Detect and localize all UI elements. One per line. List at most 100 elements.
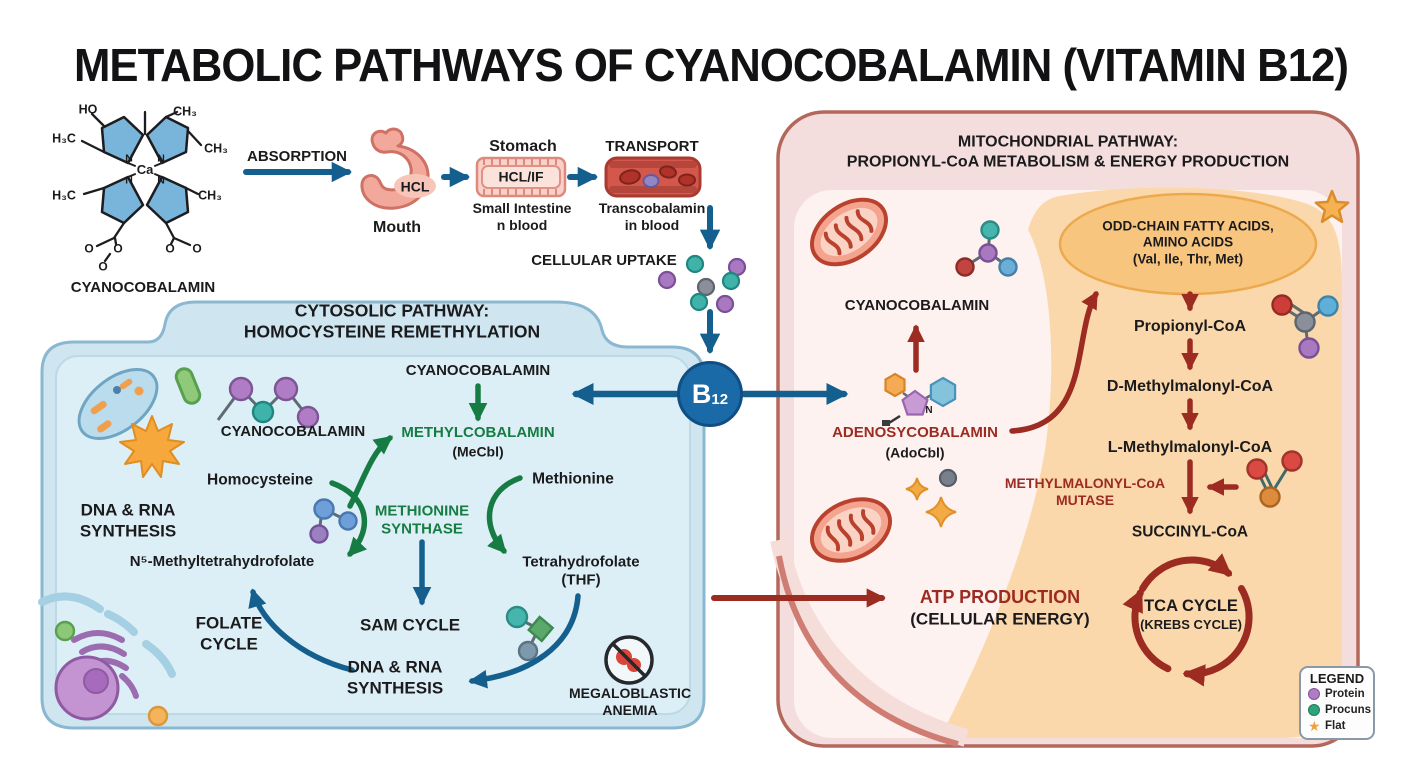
small-intestine-label: Small Intestine n blood xyxy=(472,199,572,233)
structure-n-label: N xyxy=(157,174,165,187)
star-icon: ★ xyxy=(1308,718,1321,734)
legend-item-procuns: Procuns xyxy=(1308,702,1373,718)
adenosylcobalamin-label: ADENOSYCOBALAMIN xyxy=(832,423,998,441)
transcobalamin-label: Transcobalamin in blood xyxy=(598,199,706,233)
corrin-ring-structure xyxy=(80,110,203,263)
methylcobalamin-label: METHYLCOBALAMIN xyxy=(401,423,555,441)
inner-membrane-arc xyxy=(770,538,969,747)
cyanocobalamin-left-label: CYANOCOBALAMIN xyxy=(220,422,366,440)
homocysteine-arc-arrow xyxy=(329,480,368,557)
legend: LEGEND Protein Procuns ★ Flat xyxy=(1299,666,1375,740)
adocbl-label: (AdoCbl) xyxy=(885,444,945,461)
structure-ch3-label: CH₃ xyxy=(198,188,222,203)
prohibition-anemia-icon xyxy=(604,635,654,685)
homocysteine-label: Homocysteine xyxy=(207,471,313,489)
legend-item-label: Procuns xyxy=(1325,704,1372,716)
red-arrows xyxy=(711,290,1253,687)
tca-cycle-label: TCA CYCLE xyxy=(1144,596,1238,615)
b12-subscript: 12 xyxy=(711,390,729,408)
dna-rna-bottom-label: DNA & RNA SYNTHESIS xyxy=(346,657,444,697)
atp-production-label: ATP PRODUCTION xyxy=(919,587,1081,608)
matrix-blob xyxy=(940,187,1343,739)
blood-vessel-icon xyxy=(604,156,702,198)
methionine-arc-arrow xyxy=(486,475,523,554)
mutase-label: METHYLMALONYL-CoA MUTASE xyxy=(1004,474,1166,508)
mitochondrion-icon xyxy=(810,497,892,563)
structure-ch3-label: CH₃ xyxy=(204,141,228,156)
cyanocobalamin-top-label: CYANOCOBALAMIN xyxy=(405,361,551,379)
cellular-energy-label: (CELLULAR ENERGY) xyxy=(910,609,1090,629)
stomach-label: Stomach xyxy=(489,138,557,156)
l-methylmalonyl-label: L-Methylmalonyl-CoA xyxy=(1107,439,1273,457)
legend-item-flat: ★ Flat xyxy=(1308,718,1373,734)
hcl-if-label: HCL/IF xyxy=(498,168,544,185)
molecule-icon-mito-top xyxy=(955,220,1018,277)
star-icon xyxy=(1314,189,1350,224)
er-icon xyxy=(38,592,176,678)
mitochondrion-icon xyxy=(810,197,888,267)
structure-n-label: N xyxy=(125,174,133,187)
protein-dot-icon xyxy=(1308,688,1320,700)
molecule-icon-thf xyxy=(505,605,555,662)
absorption-label: ABSORPTION xyxy=(246,147,348,165)
structure-o-label: O xyxy=(113,241,123,256)
mouth-label: Mouth xyxy=(373,219,421,237)
b12-label: B xyxy=(691,378,712,409)
small-intestine-icon xyxy=(475,156,567,198)
legend-item-label: Flat xyxy=(1325,720,1346,732)
molecule-icon-right-edge xyxy=(1271,294,1339,359)
organelle-blob-icon xyxy=(77,368,159,440)
structure-h3c-label: H₃C xyxy=(52,188,76,203)
green-bean-icon xyxy=(174,367,202,405)
structure-ch3-label: CH₃ xyxy=(173,104,197,119)
methionine-synthase-label: METHIONINE SYNTHASE xyxy=(374,502,470,538)
structure-o-label: O xyxy=(192,241,202,256)
mitochondrial-box xyxy=(770,110,1360,748)
sam-cycle-label: SAM CYCLE xyxy=(359,615,461,635)
structure-ca-label: Ca xyxy=(136,162,154,178)
dna-rna-left-label: DNA & RNA SYNTHESIS xyxy=(79,500,177,540)
nucleus-icon xyxy=(38,592,176,727)
folate-cycle-arrow xyxy=(248,588,355,673)
legend-item-label: Protein xyxy=(1325,688,1365,700)
succinyl-coa-label: SUCCINYL-CoA xyxy=(1131,523,1249,541)
stomach-icon xyxy=(360,127,436,210)
mecbl-label: (MeCbl) xyxy=(452,443,504,460)
cyanocobalamin-mito-label: CYANOCOBALAMIN xyxy=(844,296,990,314)
molecule-icon-mutase xyxy=(1246,450,1303,508)
structure-o-label: O xyxy=(84,241,94,256)
krebs-cycle-label: (KREBS CYCLE) xyxy=(1140,617,1242,633)
molecule-icon-homocysteine xyxy=(309,498,358,544)
megaloblastic-anemia-label: MEGALOBLASTIC ANEMIA xyxy=(568,684,692,718)
mitochondrial-header: MITOCHONDRIAL PATHWAY: PROPIONYL-CoA MET… xyxy=(846,133,1290,170)
structure-o-label: O xyxy=(165,241,175,256)
n5-mthf-label: N⁵-Methyltetrahydrofolate xyxy=(129,552,315,570)
odd-chain-label: ODD-CHAIN FATTY ACIDS, AMINO ACIDS (Val,… xyxy=(1102,218,1274,267)
transport-label: TRANSPORT xyxy=(605,137,699,155)
molecule-icon-cyanocobalamin xyxy=(216,376,320,429)
adocbl-to-oddchain-curve xyxy=(1009,290,1099,434)
thf-to-dna-arrow xyxy=(468,593,581,689)
sparkle-icons xyxy=(905,468,958,528)
starburst-icon xyxy=(119,415,185,478)
cyanocobalamin-structure-label: CYANOCOBALAMIN xyxy=(70,278,216,296)
cellular-uptake-label: CELLULAR UPTAKE xyxy=(531,251,677,269)
b12-uptake-dots xyxy=(657,254,747,314)
folate-cycle-label: FOLATE CYCLE xyxy=(195,613,263,653)
legend-item-protein: Protein xyxy=(1308,686,1373,702)
stomach-hcl-label: HCL xyxy=(400,178,430,195)
procuns-dot-icon xyxy=(1308,704,1320,716)
blue-arrows xyxy=(243,161,849,689)
structure-n-label: N xyxy=(157,152,165,165)
cytosolic-header: CYTOSOLIC PATHWAY: HOMOCYSTEINE REMETHYL… xyxy=(243,300,541,342)
structure-h3c-label: H₃C xyxy=(52,131,76,146)
structure-n-label: N xyxy=(125,152,133,165)
d-methylmalonyl-label: D-Methylmalonyl-CoA xyxy=(1106,378,1274,396)
tca-cycle-arrows xyxy=(1122,553,1253,687)
structure-o-label: O xyxy=(98,259,108,274)
page-title: METABOLIC PATHWAYS OF CYANOCOBALAMIN (VI… xyxy=(73,38,1349,91)
adocbl-molecule-icon xyxy=(882,372,957,426)
